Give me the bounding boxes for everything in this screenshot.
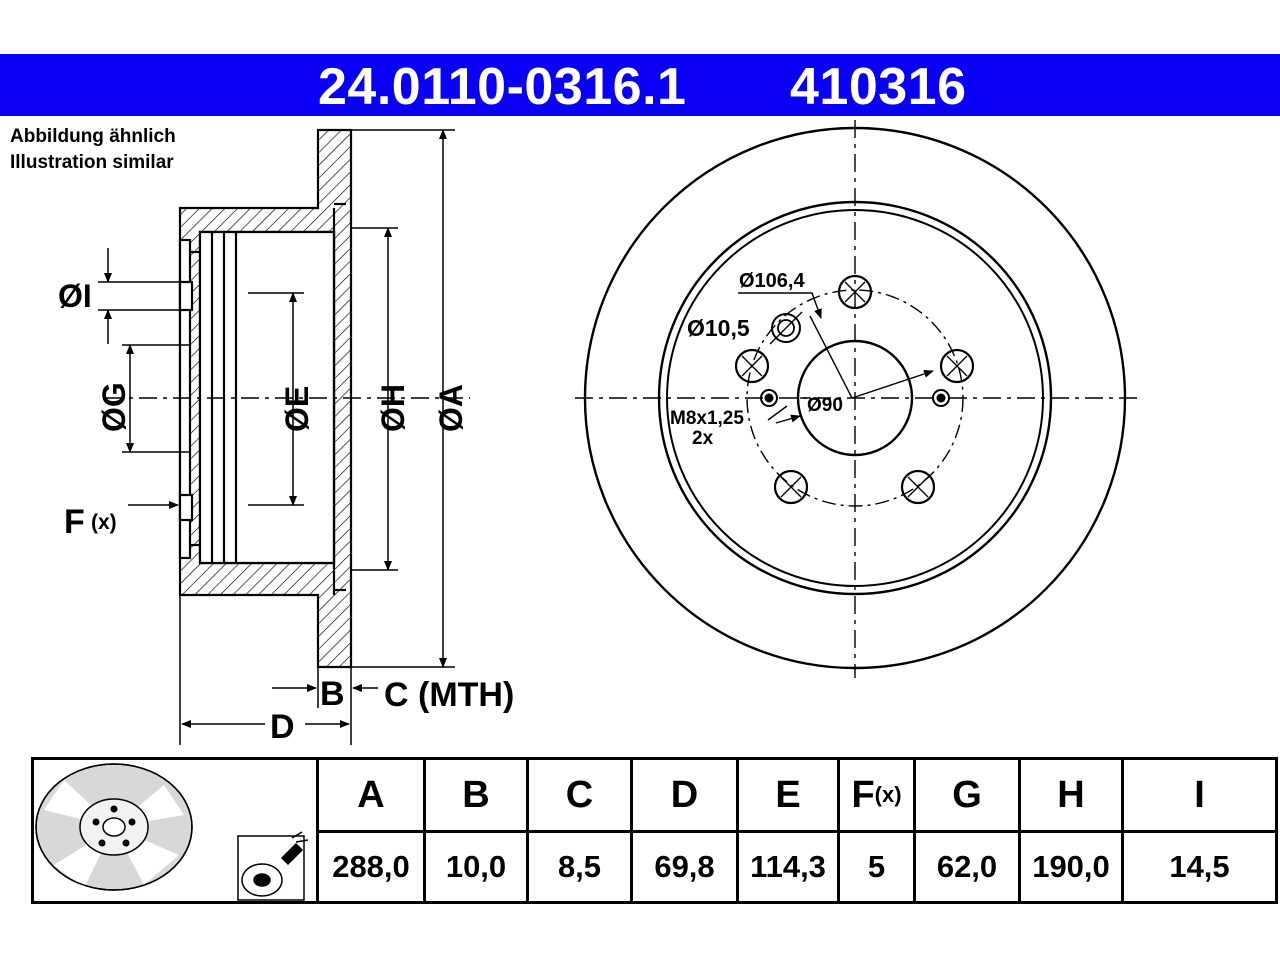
spec-header-I: I	[1124, 760, 1275, 833]
spec-column-G: G 62,0	[913, 760, 1018, 901]
spec-column-A: A 288,0	[319, 760, 423, 901]
label-D: D	[270, 708, 295, 746]
spec-column-C: C 8,5	[526, 760, 630, 901]
spec-value-H: 190,0	[1032, 849, 1110, 884]
label-dia-G: ØG	[96, 382, 132, 432]
spec-header-E: E	[739, 760, 837, 833]
label-thread: M8x1,25	[670, 408, 744, 429]
label-C: C (MTH)	[384, 676, 514, 714]
spec-value-E: 114,3	[750, 849, 826, 884]
note-line-de: Abbildung ähnlich	[10, 126, 176, 147]
spec-value-C: 8,5	[557, 849, 602, 884]
spec-header-D: D	[633, 760, 736, 833]
pcd-circle	[746, 289, 964, 507]
spec-header-C: C	[529, 760, 630, 833]
label-hole: Ø10,5	[687, 315, 750, 341]
spec-value-A: 288,0	[332, 849, 410, 884]
spec-header-F-letter: F	[851, 773, 875, 816]
label-B: B	[320, 675, 345, 713]
label-dia-I: ØI	[58, 278, 92, 314]
spec-column-D: D 69,8	[630, 760, 736, 901]
spec-value-G: 62,0	[936, 849, 998, 884]
spec-header-F: F(x)	[840, 760, 913, 833]
spec-header-G: G	[916, 760, 1018, 833]
bolt-holes	[734, 274, 975, 505]
label-F: F	[64, 503, 85, 541]
spec-header-F-sub: (x)	[874, 782, 902, 807]
thread-holes	[760, 389, 950, 407]
spray-warning-icon	[237, 831, 309, 901]
label-dia-E: ØE	[279, 386, 315, 432]
spec-value-I: 14,5	[1169, 849, 1230, 884]
disc-thumbnail	[35, 763, 309, 901]
center-bore	[796, 339, 914, 457]
label-center-bore: Ø90	[807, 395, 843, 416]
section-view	[98, 128, 470, 745]
spec-header-A: A	[319, 760, 423, 833]
illustration-note: Abbildung ähnlich Illustration similar	[10, 124, 176, 176]
spec-value-D: 69,8	[654, 849, 715, 884]
label-pcd: Ø106,4	[739, 270, 805, 292]
spec-column-F: F(x) 5	[837, 760, 913, 901]
spec-column-B: B 10,0	[423, 760, 526, 901]
label-thread-count: 2x	[692, 428, 714, 449]
front-view	[575, 120, 1140, 678]
spec-header-B: B	[426, 760, 526, 833]
part-number: 24.0110-0316.1	[318, 58, 687, 116]
spec-value-F: 5	[867, 849, 886, 884]
spec-header-H: H	[1021, 760, 1121, 833]
spec-column-H: H 190,0	[1018, 760, 1121, 901]
label-F-sub: (x)	[91, 511, 117, 534]
note-line-en: Illustration similar	[10, 152, 174, 173]
label-dia-A: ØA	[433, 384, 469, 432]
spec-column-E: E 114,3	[736, 760, 837, 901]
label-dia-H: ØH	[375, 384, 411, 432]
spec-table: A 288,0 B 10,0 C 8,5 D 69,8 E 114,3 F(x)…	[31, 757, 1278, 904]
braking-surface-inner	[657, 200, 1053, 596]
spec-column-I: I 14,5	[1121, 760, 1275, 901]
outer-rim	[583, 126, 1127, 670]
spec-columns: A 288,0 B 10,0 C 8,5 D 69,8 E 114,3 F(x)…	[319, 760, 1275, 901]
header-bar	[0, 54, 1280, 116]
reference-number: 410316	[790, 58, 967, 116]
product-thumbnail-cell	[34, 760, 319, 901]
spec-value-B: 10,0	[445, 849, 507, 884]
